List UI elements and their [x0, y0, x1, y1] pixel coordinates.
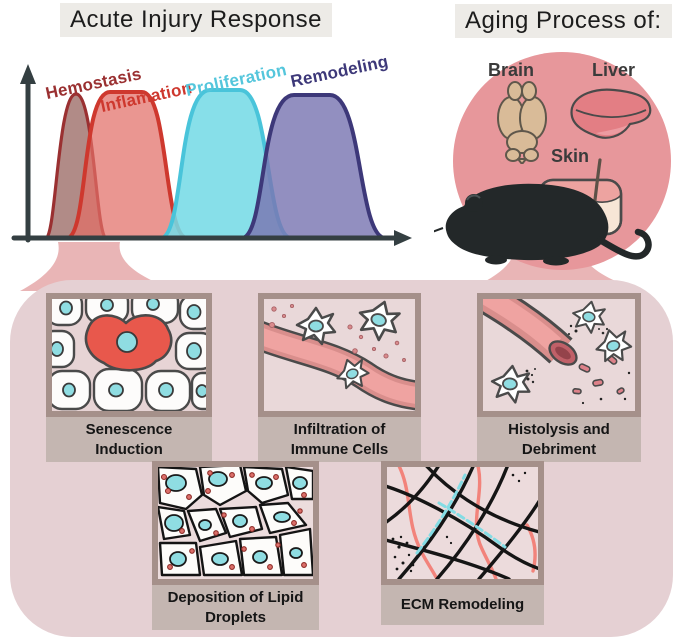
- injury-phase-chart: [11, 64, 412, 246]
- immune-infiltration-illustration: [264, 299, 415, 411]
- panel-frame: [477, 293, 641, 417]
- liver-illustration: [570, 88, 652, 139]
- senescence-illustration: [52, 299, 206, 411]
- organ-label-skin: Skin: [551, 146, 590, 166]
- panel-frame: [46, 293, 212, 417]
- panel-senescence-induction: Senescence Induction: [46, 293, 212, 462]
- panel-ecm-remodeling: ECM Remodeling: [381, 461, 544, 625]
- panel-label: ECM Remodeling: [381, 585, 544, 625]
- panel-frame: [152, 461, 319, 585]
- panel-frame: [258, 293, 421, 417]
- panel-infiltration-immune-cells: Infiltration of Immune Cells: [258, 293, 421, 462]
- panel-label: Deposition of Lipid Droplets: [152, 585, 319, 630]
- organ-label-brain: Brain: [488, 60, 535, 80]
- mouse-illustration: [434, 183, 652, 266]
- y-axis-arrowhead: [20, 64, 36, 84]
- brain-illustration: [497, 81, 547, 164]
- panel-frame: [381, 461, 544, 585]
- acute-injury-title: Acute Injury Response: [60, 3, 332, 37]
- panel-histolysis-debriment: Histolysis and Debriment: [477, 293, 641, 462]
- aging-process-title: Aging Process of:: [455, 4, 672, 38]
- left-funnel-connector: [20, 242, 178, 291]
- lipid-droplets-illustration: [158, 467, 313, 579]
- x-axis-arrowhead: [394, 230, 412, 246]
- ecm-remodeling-illustration: [387, 467, 538, 579]
- panel-lipid-droplets: Deposition of Lipid Droplets: [152, 461, 319, 630]
- panel-label: Histolysis and Debriment: [477, 417, 641, 462]
- panel-label: Senescence Induction: [46, 417, 212, 462]
- histolysis-illustration: [483, 299, 635, 411]
- remodeling-curve: [241, 93, 385, 240]
- organ-label-liver: Liver: [592, 60, 636, 80]
- panel-label: Infiltration of Immune Cells: [258, 417, 421, 462]
